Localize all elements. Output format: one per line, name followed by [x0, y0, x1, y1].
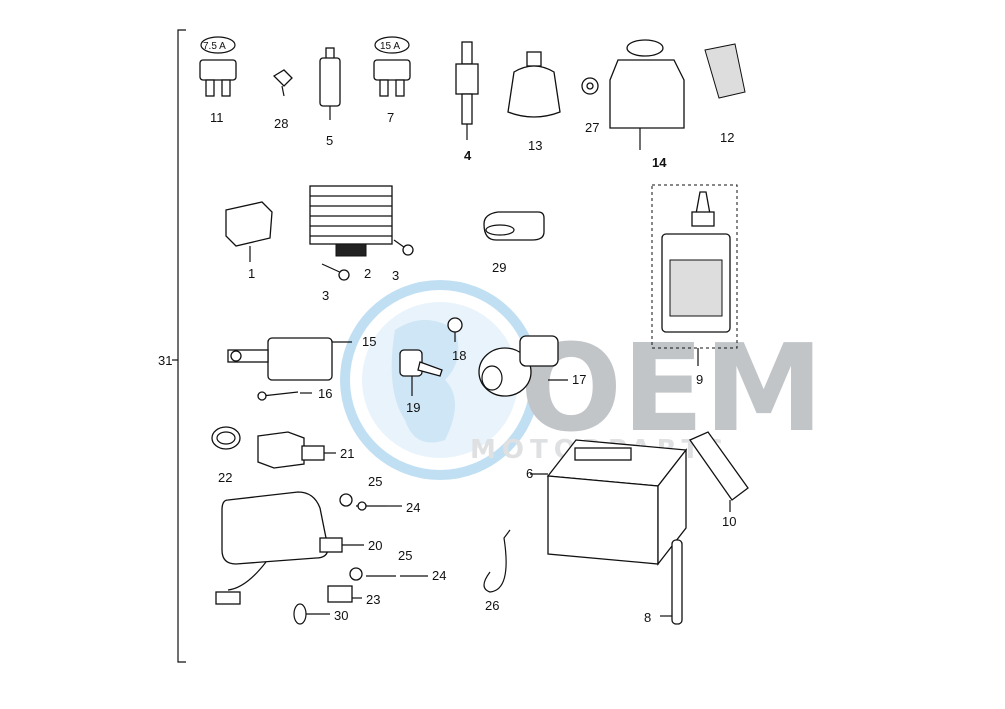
callout-3b: 3: [392, 268, 399, 283]
cap-29: 29: [483, 211, 545, 275]
callout-2: 2: [364, 266, 371, 281]
screw-16: 16: [257, 386, 332, 401]
callout-21: 21: [340, 446, 354, 461]
callout-31: 31: [158, 353, 172, 368]
callout-4: 4: [464, 148, 472, 163]
callout-24a: 24: [406, 500, 420, 515]
callout-9: 9: [696, 372, 703, 387]
callout-3a: 3: [322, 288, 329, 303]
callout-27: 27: [585, 120, 599, 135]
battery: 6: [526, 439, 688, 566]
liquid-container: 14: [609, 39, 685, 170]
callout-6: 6: [526, 466, 533, 481]
callout-20: 20: [368, 538, 382, 553]
callout-12: 12: [720, 130, 734, 145]
callout-13: 13: [528, 138, 542, 153]
callout-18: 18: [452, 348, 466, 363]
group-bracket: 31: [158, 29, 186, 663]
watermark-brand: OEM: [520, 320, 823, 459]
voltage-regulator: 2: [309, 185, 393, 281]
breather-hose: 8: [644, 539, 683, 625]
cable-tie: 26: [483, 529, 511, 613]
battery-strap: 10: [689, 431, 749, 529]
callout-5: 5: [326, 133, 333, 148]
callout-25a: 25: [368, 474, 382, 489]
callout-19: 19: [406, 400, 420, 415]
relay: 1: [225, 201, 273, 281]
oil-bottle: 9: [651, 184, 738, 387]
screws-3: 3 3: [321, 239, 414, 303]
part-18: 18: [447, 317, 466, 363]
callout-30: 30: [334, 608, 348, 623]
screw-set-lower: 25 24: [349, 548, 446, 583]
fuse-15a: 15 A 7: [373, 36, 411, 125]
callout-29: 29: [492, 260, 506, 275]
callout-24b: 24: [432, 568, 446, 583]
callout-7: 7: [387, 110, 394, 125]
callout-16: 16: [318, 386, 332, 401]
callout-26: 26: [485, 598, 499, 613]
connector-28: 28: [272, 69, 293, 131]
callout-1: 1: [248, 266, 255, 281]
filter-12: 12: [704, 43, 746, 145]
fuse-rating-11: 7.5 A: [203, 41, 226, 52]
fuse-rating-7: 15 A: [380, 41, 400, 52]
callout-14: 14: [652, 155, 667, 170]
key-19: 19: [399, 349, 443, 415]
callout-23: 23: [366, 592, 380, 607]
watermark-globe: [340, 280, 540, 480]
callout-17: 17: [572, 372, 586, 387]
grease-tube: 5: [319, 47, 341, 148]
brake-switch: 4: [455, 41, 479, 163]
screw-set-upper: 25 24: [339, 474, 420, 515]
callout-8: 8: [644, 610, 651, 625]
clip-27: 27: [581, 77, 599, 135]
starter-bendix: 21: [257, 431, 354, 469]
rubber-boot: 13: [507, 51, 561, 153]
ignition-switch: 17: [478, 335, 586, 397]
lock-actuator: 15: [227, 334, 376, 381]
callout-11: 11: [210, 110, 224, 125]
fuse-7-5a: 7.5 A 11: [199, 36, 237, 125]
o-ring-30: 30: [293, 603, 348, 625]
callout-25b: 25: [398, 548, 412, 563]
callout-28: 28: [274, 116, 288, 131]
ring-22: 22: [211, 426, 241, 485]
callout-10: 10: [722, 514, 736, 529]
brush-plate: 23: [327, 585, 380, 607]
callout-15: 15: [362, 334, 376, 349]
callout-22: 22: [218, 470, 232, 485]
starter-motor: 20: [215, 491, 382, 605]
